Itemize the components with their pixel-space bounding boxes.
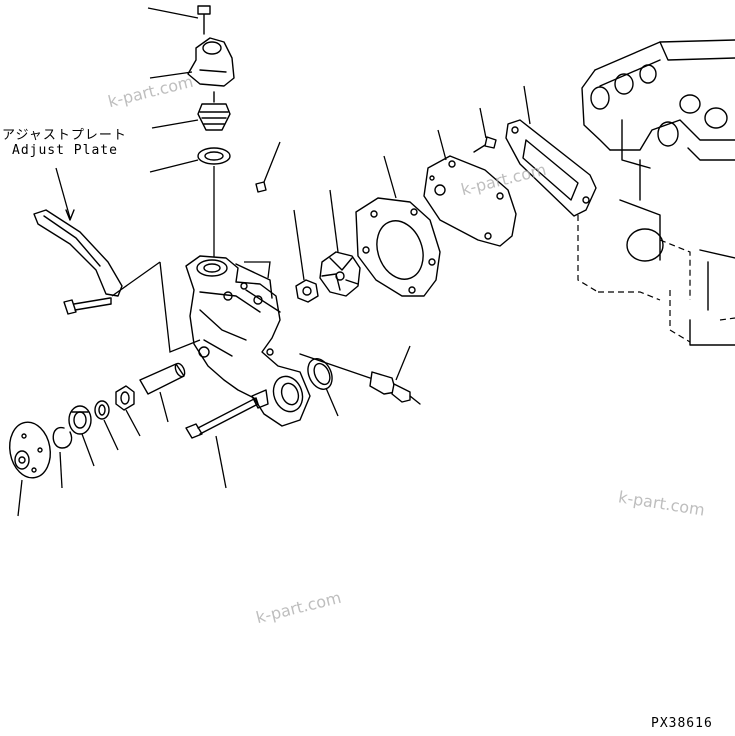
adjust-plate-bolt xyxy=(63,261,161,315)
thermostat-seal xyxy=(149,147,231,173)
large-gasket xyxy=(355,155,441,297)
impeller xyxy=(319,189,361,297)
bearing-nut xyxy=(115,385,141,437)
thermostat-cover xyxy=(149,37,235,87)
snap-ring xyxy=(52,427,73,489)
thermostat xyxy=(151,91,231,131)
adjust-plate-label-jp: アジャストプレート xyxy=(2,128,127,143)
adjust-plate-label-en: Adjust Plate xyxy=(12,143,118,158)
o-ring-outlet xyxy=(307,358,339,417)
bearing xyxy=(68,405,95,467)
thermostat-cover-bolt xyxy=(147,5,211,35)
mechanical-seal xyxy=(293,209,319,303)
pulley-flange xyxy=(9,421,51,517)
temperature-sensor xyxy=(299,345,421,405)
cover-bolt xyxy=(473,107,497,153)
washer xyxy=(94,400,119,451)
small-plug xyxy=(255,141,281,193)
engine-block xyxy=(577,39,735,346)
cover-plate xyxy=(423,129,517,247)
diagram-code: PX38616 xyxy=(651,716,713,731)
adjust-plate xyxy=(33,167,123,297)
shaft xyxy=(139,362,186,423)
gasket-plate xyxy=(505,85,597,217)
pump-mounting-bolt xyxy=(185,397,259,489)
water-pump-housing xyxy=(185,255,311,427)
